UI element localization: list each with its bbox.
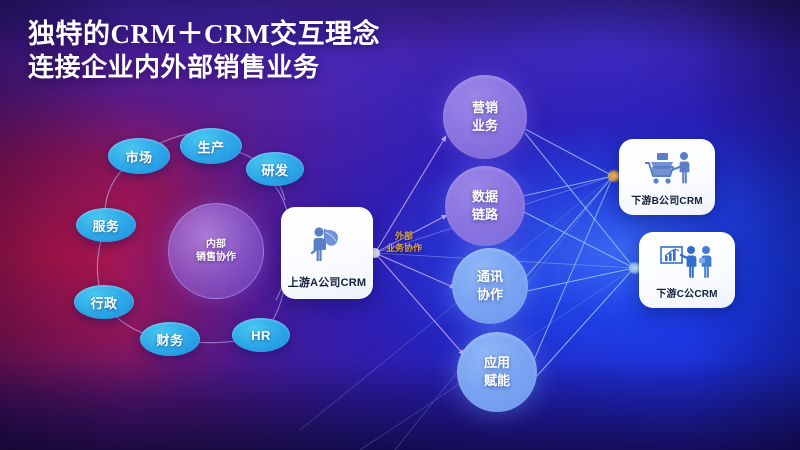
middle-node-communication[interactable]: 通讯 协作 — [452, 248, 528, 324]
hub-label-line-1: 内部 — [206, 239, 226, 250]
wheel-node-label: 研发 — [261, 162, 289, 178]
upstream-to-middle-links — [374, 135, 465, 356]
card-upstream-a-label: 上游A公司CRM — [287, 276, 367, 289]
page-title: 独特的CRM＋CRM交互理念 连接企业内外部销售业务 — [28, 18, 380, 84]
wheel-node-marketing[interactable]: 市场 — [108, 138, 170, 174]
wheel-node-label: 财务 — [156, 332, 184, 348]
wheel-node-label: 行政 — [90, 295, 118, 311]
middle-node-label-line-1: 营销 — [471, 100, 498, 115]
wheel-node-label: HR — [251, 327, 271, 343]
middle-node-label-line-1: 数据 — [471, 189, 498, 204]
wheel-node-finance[interactable]: 财务 — [140, 322, 200, 356]
external-label-line-1: 外部 — [395, 231, 414, 241]
card-downstream-c[interactable]: 下游C公CRM — [639, 232, 735, 308]
card-downstream-b-label: 下游B公司CRM — [631, 196, 703, 207]
wheel-node-production[interactable]: 生产 — [180, 128, 242, 164]
internal-collaboration-hub: 内部 销售协作 — [168, 203, 264, 299]
wheel-node-admin[interactable]: 行政 — [74, 285, 134, 319]
middle-node-label-line-1: 通讯 — [476, 269, 503, 284]
chart-presentation-icon — [658, 243, 716, 283]
middle-node-marketing-business[interactable]: 营销 业务 — [443, 75, 527, 159]
shopping-cart-person-icon — [640, 150, 694, 190]
person-with-leaf-icon — [304, 223, 350, 269]
wheel-node-label: 服务 — [92, 218, 120, 234]
wheel-node-hr[interactable]: HR — [232, 318, 290, 352]
wheel-node-rnd[interactable]: 研发 — [246, 152, 304, 186]
external-label-line-2: 业务协作 — [386, 243, 423, 253]
title-line-2: 连接企业内外部销售业务 — [28, 53, 320, 82]
middle-to-downstream-c-links — [523, 132, 635, 378]
hotspot-downstream-b — [607, 169, 621, 183]
middle-node-data-link[interactable]: 数据 链路 — [445, 166, 525, 246]
hub-label-line-2: 销售协作 — [196, 252, 236, 263]
card-upstream-a[interactable]: 上游A公司CRM — [281, 207, 373, 299]
middle-node-application-empowerment[interactable]: 应用 赋能 — [457, 332, 537, 412]
middle-node-label-line-2: 业务 — [471, 118, 498, 133]
title-line-1: 独特的CRM＋CRM交互理念 — [28, 19, 380, 49]
hotspot-downstream-c — [628, 261, 642, 275]
wheel-node-label: 市场 — [125, 149, 153, 165]
middle-to-downstream-b-links — [522, 128, 614, 361]
middle-node-label-line-2: 赋能 — [483, 373, 510, 388]
card-downstream-b[interactable]: 下游B公司CRM — [619, 139, 715, 215]
card-downstream-c-label: 下游C公CRM — [656, 289, 718, 300]
middle-node-label-line-2: 链路 — [471, 207, 498, 222]
external-collaboration-label: 外部 业务协作 — [386, 230, 422, 254]
wheel-node-label: 生产 — [197, 139, 225, 155]
middle-node-label-line-2: 协作 — [476, 287, 503, 302]
middle-node-label-line-1: 应用 — [483, 355, 510, 370]
wheel-node-service[interactable]: 服务 — [76, 208, 136, 242]
